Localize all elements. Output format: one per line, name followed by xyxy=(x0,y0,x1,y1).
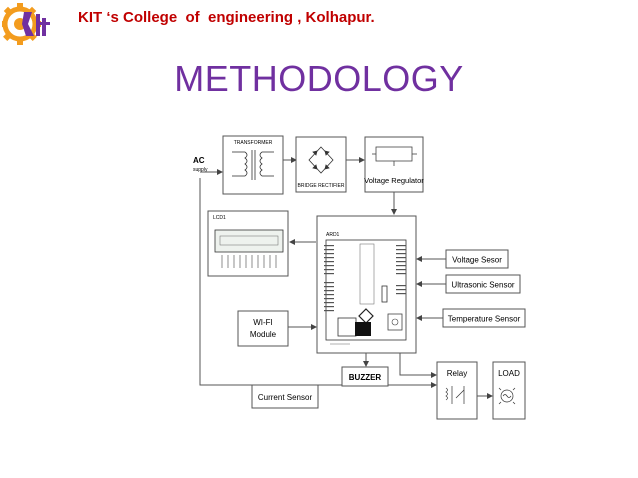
lcd-pins xyxy=(221,255,277,268)
college-header: KIT ‘s College of engineering , Kolhapur… xyxy=(78,9,375,26)
arduino-right-pins xyxy=(396,245,406,295)
temperature-sensor-label: Temperature Sensor xyxy=(448,315,521,324)
bridge-rectifier-block: BRIDGE RECTIFIER xyxy=(295,136,347,193)
voltage-sensor-label: Voltage Sesor xyxy=(452,256,502,265)
temperature-sensor-block: Temperature Sensor xyxy=(442,308,526,328)
ultrasonic-sensor-block: Ultrasonic Sensor xyxy=(445,274,521,294)
transformer-block: TRANSFORMER xyxy=(222,135,284,195)
lcd-label: LCD1 xyxy=(213,215,226,221)
wifi-module-label-line1: WI-FI xyxy=(253,318,273,327)
slide-title: METHODOLOGY xyxy=(174,58,464,99)
lcd-screen xyxy=(214,229,284,253)
supply-label: supply xyxy=(193,167,208,173)
arduino-label: ARD1 xyxy=(326,232,340,238)
voltage-regulator-label: Voltage Regulator xyxy=(364,176,424,185)
load-block: LOAD xyxy=(492,361,526,420)
light-bulb-icon xyxy=(498,387,516,405)
load-label: LOAD xyxy=(498,369,520,378)
voltage-sensor-block: Voltage Sesor xyxy=(445,249,509,269)
college-logo xyxy=(2,3,50,45)
lcd-block: LCD1 xyxy=(207,210,289,277)
arduino-block: ARD1 xyxy=(316,215,417,354)
ultrasonic-sensor-label: Ultrasonic Sensor xyxy=(451,281,514,290)
current-sensor-block: Current Sensor xyxy=(251,384,319,409)
current-sensor-label: Current Sensor xyxy=(258,393,313,402)
diode-bridge-icon xyxy=(308,146,334,174)
wifi-module-label-line2: Module xyxy=(250,330,277,339)
relay-label: Relay xyxy=(447,369,467,378)
relay-block: Relay xyxy=(436,361,478,420)
transformer-label: TRANSFORMER xyxy=(234,140,273,146)
buzzer-label: BUZZER xyxy=(349,373,382,382)
bridge-rectifier-label: BRIDGE RECTIFIER xyxy=(298,183,345,189)
logo-kit-mark-icon xyxy=(22,12,50,36)
wifi-module-block: WI-FI Module xyxy=(237,310,289,347)
buzzer-block: BUZZER xyxy=(341,366,389,387)
transformer-coil-icon xyxy=(232,150,274,180)
relay-switch-icon xyxy=(445,386,465,404)
ac-label: AC xyxy=(193,156,205,165)
voltage-regulator-block: Voltage Regulator xyxy=(364,136,424,193)
arduino-left-pins xyxy=(324,245,334,312)
